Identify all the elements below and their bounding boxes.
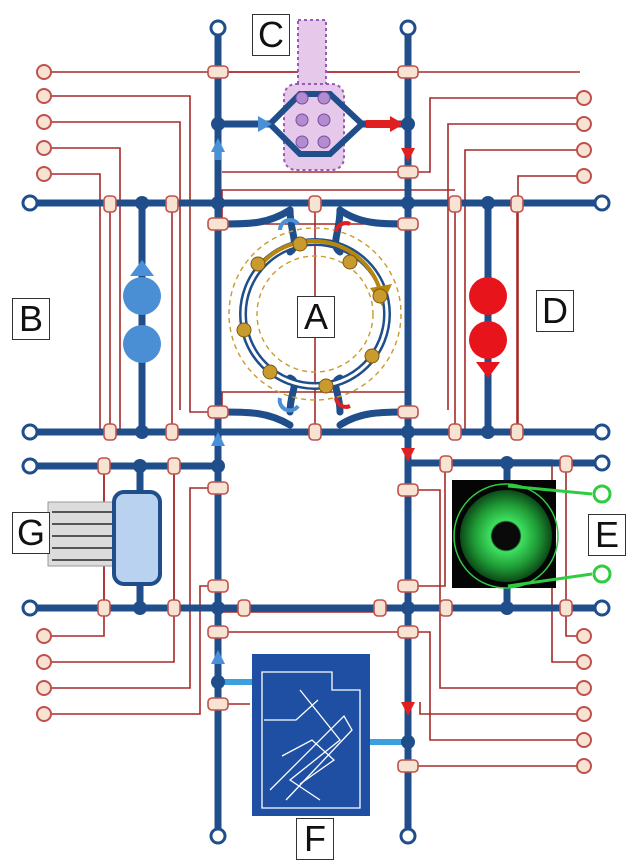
droplets-b xyxy=(123,260,161,363)
label-e: E xyxy=(588,514,626,556)
module-e xyxy=(452,480,610,588)
arrow-right-c-blue xyxy=(258,116,272,132)
label-d: D xyxy=(536,290,574,332)
label-g: G xyxy=(12,512,50,554)
valve-red-top xyxy=(336,223,350,232)
electrode-terminal-top xyxy=(594,486,610,502)
arrow-down-c xyxy=(401,148,415,162)
label-c: C xyxy=(252,14,290,56)
label-a: A xyxy=(297,296,335,338)
droplets-d xyxy=(469,277,507,378)
arrow-up-f xyxy=(211,650,225,664)
ring-flow-arrow xyxy=(258,241,380,290)
label-b: B xyxy=(12,298,50,340)
arrow-down-f xyxy=(401,702,415,716)
module-f xyxy=(252,654,370,816)
label-f: F xyxy=(296,818,334,860)
arrow-up-c xyxy=(211,138,225,152)
valve-red-bottom xyxy=(336,398,350,407)
electrode-terminal-bottom xyxy=(594,566,610,582)
